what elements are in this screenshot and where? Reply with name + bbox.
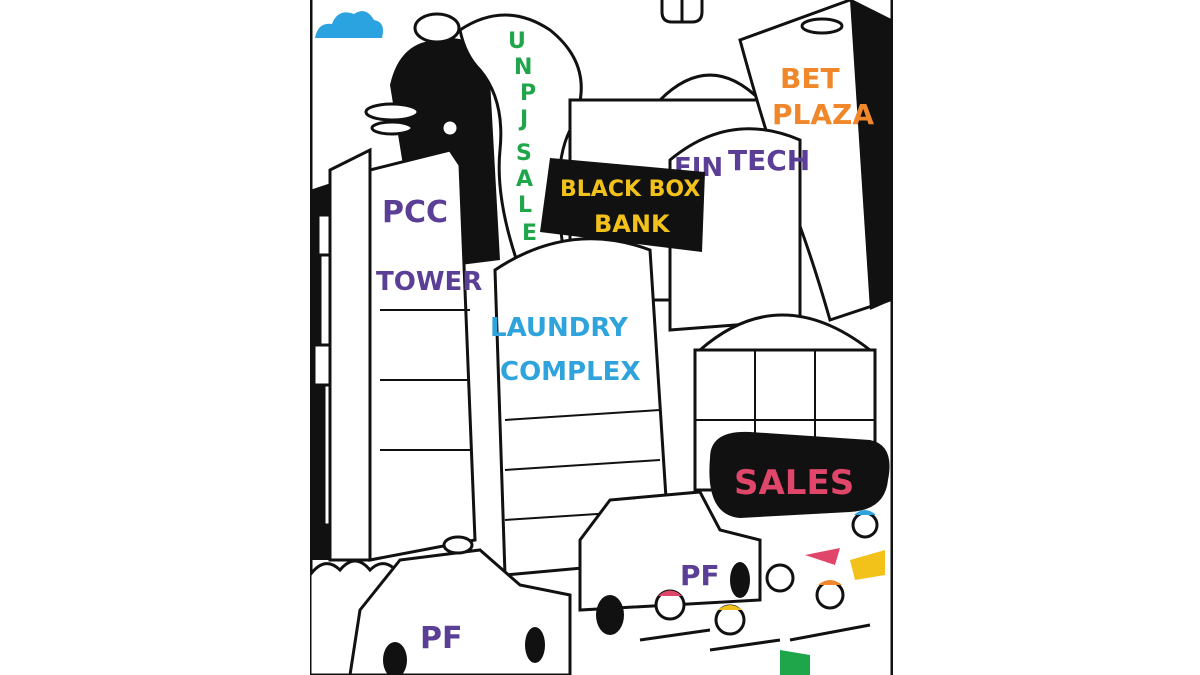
pcc-tower-line-2: TOWER [376, 267, 482, 297]
pcc-tower-building: PCC TOWER [328, 147, 482, 562]
pcc-tower-line-1: PCC [382, 195, 448, 230]
unpj-letter-e: E [522, 221, 537, 246]
unpj-letter-j: J [518, 107, 528, 132]
bet-plaza-tower: BET PLAZA [738, 0, 893, 322]
black-box-bank-line-1: BLACK BOX [560, 177, 700, 202]
unpj-letter-u: U [508, 29, 526, 54]
car-left-plate: PF [420, 621, 462, 656]
cyclists [639, 510, 885, 675]
bet-plaza-line-1: BET [780, 62, 840, 95]
cartoon-panel: U N P J S A L E BET PLAZA [310, 0, 893, 675]
black-box-bank-sign: BLACK BOX BANK [540, 158, 705, 252]
laundry-complex-building: LAUNDRY COMPLEX [490, 237, 672, 577]
laundry-complex-line-1: LAUNDRY [490, 313, 629, 343]
unpj-letter-a: A [516, 167, 533, 192]
fin-tech-line-2: TECH [728, 144, 810, 177]
bet-plaza-line-2: PLAZA [772, 98, 874, 131]
car-left: PF [348, 535, 572, 675]
street-lamp-top [660, 0, 704, 24]
unpj-letter-s: S [516, 141, 532, 166]
black-box-bank-line-2: BANK [594, 210, 671, 238]
car-right: PF [578, 490, 762, 635]
sales-sign-text: SALES [734, 463, 854, 503]
laundry-complex-line-2: COMPLEX [500, 357, 641, 387]
unpj-letter-p: P [520, 81, 536, 106]
unpj-letter-l: L [518, 193, 532, 218]
city-illustration: U N P J S A L E BET PLAZA [310, 0, 893, 675]
car-right-plate: PF [680, 559, 720, 592]
sales-sign: SALES [709, 431, 890, 518]
cloud-icon [315, 11, 383, 39]
unpj-letter-n: N [514, 55, 532, 80]
